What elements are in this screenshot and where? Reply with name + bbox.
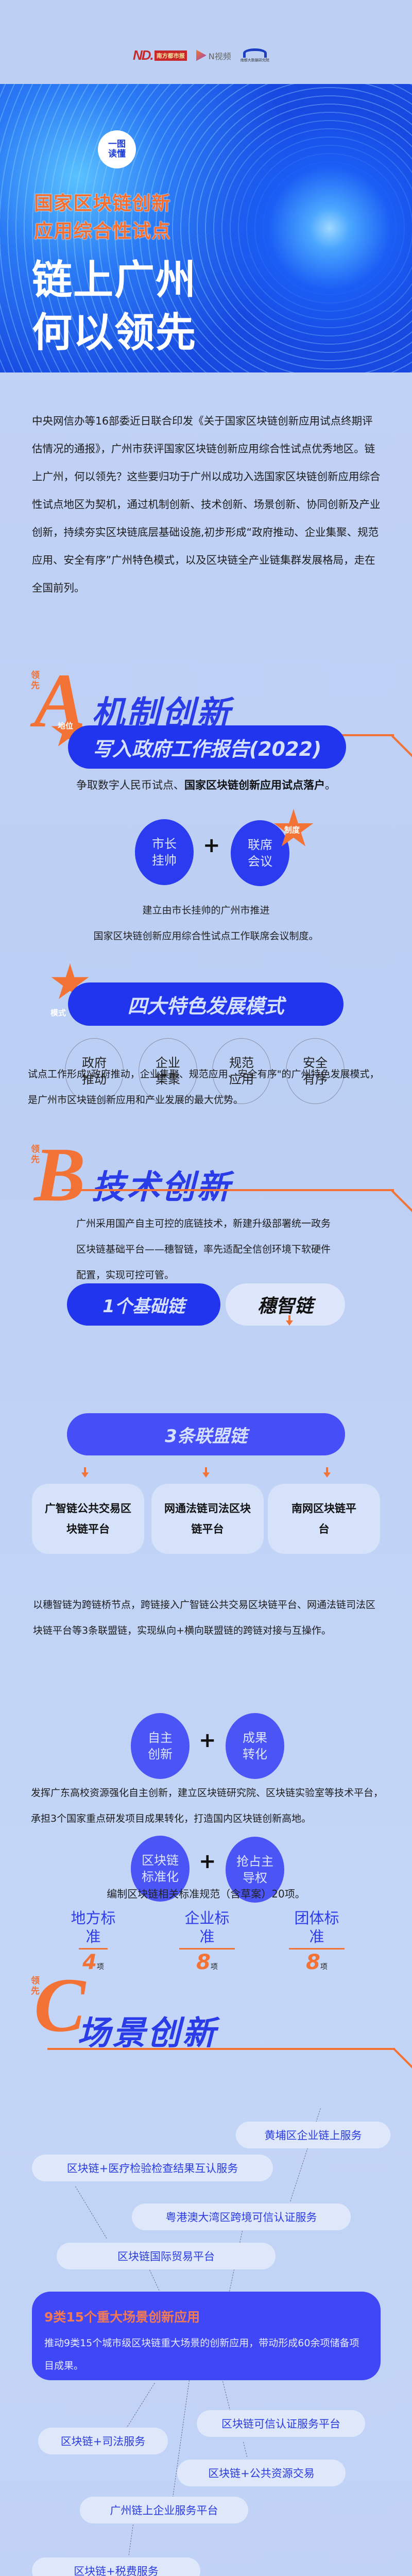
alliance-card: 南网区块链平台 <box>268 1484 380 1554</box>
section-title: 技术创新 <box>92 1168 232 1207</box>
combo-text-1: 建立由市长挂帅的广州市推进 <box>142 905 270 916</box>
standard-stat: 团体标准 8项 <box>288 1909 345 1974</box>
mode-ring: 规范应用 <box>212 1038 271 1104</box>
transformation-circle: 成果转化 <box>226 1713 284 1779</box>
combo-text-2: 国家区块链创新应用综合性试点工作联席会议制度。 <box>93 930 319 942</box>
suizhi-chain-pill: 穗智链 <box>226 1283 345 1326</box>
scene-node: 区块链+公共资源交易 <box>177 2460 346 2486</box>
mode-ring: 安全有序 <box>286 1038 345 1104</box>
scene-node: 区块链+司法服务 <box>38 2428 168 2454</box>
section-header-c: 领先 C 场景创新 <box>0 1967 412 2072</box>
hero-subtitle: 国家区块链创新 应用综合性试点 <box>34 192 171 242</box>
tech-text-3: 发挥广东高校资源强化自主创新，建立区块链研究院、区块链实验室等技术平台，承担3个… <box>31 1787 384 1824</box>
arrow-down-icon <box>286 1315 293 1327</box>
mayor-circle: 市长挂帅 <box>135 819 194 885</box>
alliance-card: 网通法链司法区块链平台 <box>151 1484 264 1554</box>
joint-meeting-circle: 联席会议 <box>231 820 289 886</box>
mode-ring: 政府推动 <box>65 1038 124 1104</box>
scene-node: 区块链国际贸易平台 <box>57 2243 276 2269</box>
arrow-down-icon <box>323 1467 331 1479</box>
play-icon <box>196 49 207 61</box>
arrow-down-icon <box>81 1467 89 1479</box>
scene-node: 广州链上企业服务平台 <box>80 2497 248 2523</box>
base-chain-pill: 1个基础链 <box>67 1283 220 1326</box>
section-header-b: 领先 B 技术创新 <box>0 1136 412 1224</box>
standard-stat: 地方标准 4项 <box>71 1909 116 1974</box>
standards-text: 编制区块链相关标准规范（含草案）20项。 <box>107 1888 305 1900</box>
logo-bar: ND. 南方都市报 N视频 南都大数据研究院 <box>0 0 412 84</box>
report-pill: 写入政府工作报告(2022) <box>68 725 346 769</box>
tech-text-2: 以穗智链为跨链桥节点，跨链接入广智链公共交易区块链平台、网通法链司法区块链平台等… <box>33 1599 376 1636</box>
innovation-circle: 自主创新 <box>131 1713 190 1779</box>
alliance-card: 广智链公共交易区块链平台 <box>32 1484 144 1554</box>
hero-banner: 一图读懂 国家区块链创新 应用综合性试点 链上广州 何以领先 <box>0 84 412 372</box>
scene-node: 区块链+税费服务 <box>32 2557 200 2576</box>
alliance-chain-pill: 3条联盟链 <box>67 1413 345 1455</box>
research-institute-logo: 南都大数据研究院 <box>241 48 269 63</box>
scene-node: 区块链可信认证服务平台 <box>197 2410 365 2437</box>
scene-hub-apps: 9类15个重大场景创新应用 推动9类15个城市级区块链重大场景的创新应用，带动形… <box>32 2292 381 2380</box>
arrow-down-icon <box>202 1467 210 1479</box>
nandu-logo: ND. 南方都市报 <box>133 47 187 63</box>
scene-node: 区块链+医疗检验检查结果互认服务 <box>32 2155 273 2181</box>
modes-pill: 四大特色发展模式 <box>68 982 344 1026</box>
standard-stat: 企业标准 8项 <box>179 1909 235 1974</box>
hero-badge: 一图读懂 <box>98 130 136 168</box>
modes-text: 试点工作形成"政府推动，企业集聚、规范应用、安全有序"的广州特色发展模式，是广州… <box>28 1069 380 1106</box>
section-title: 场景创新 <box>77 2014 217 2053</box>
hero-title: 链上广州 何以领先 <box>32 257 197 356</box>
intro-paragraph: 中央网信办等16部委近日联合印发《关于国家区块链创新应用试点终期评估情况的通报》… <box>32 415 381 594</box>
report-text: 争取数字人民币试点、国家区块链创新应用试点落户。 <box>76 779 336 791</box>
tech-text-1: 广州采用国产自主可控的底链技术，新建升级部署统一政务区块链基础平台——穗智链，率… <box>76 1218 331 1281</box>
standardization-circle: 区块链标准化 <box>131 1836 190 1902</box>
scene-node: 粤港澳大湾区跨境可信认证服务 <box>132 2204 351 2230</box>
nvideo-logo: N视频 <box>196 49 231 62</box>
leadership-circle: 抢占主导权 <box>226 1837 284 1903</box>
wave-icon <box>243 48 267 58</box>
mode-ring: 企业集聚 <box>139 1038 197 1104</box>
scene-node: 黄埔区企业链上服务 <box>236 2122 390 2148</box>
